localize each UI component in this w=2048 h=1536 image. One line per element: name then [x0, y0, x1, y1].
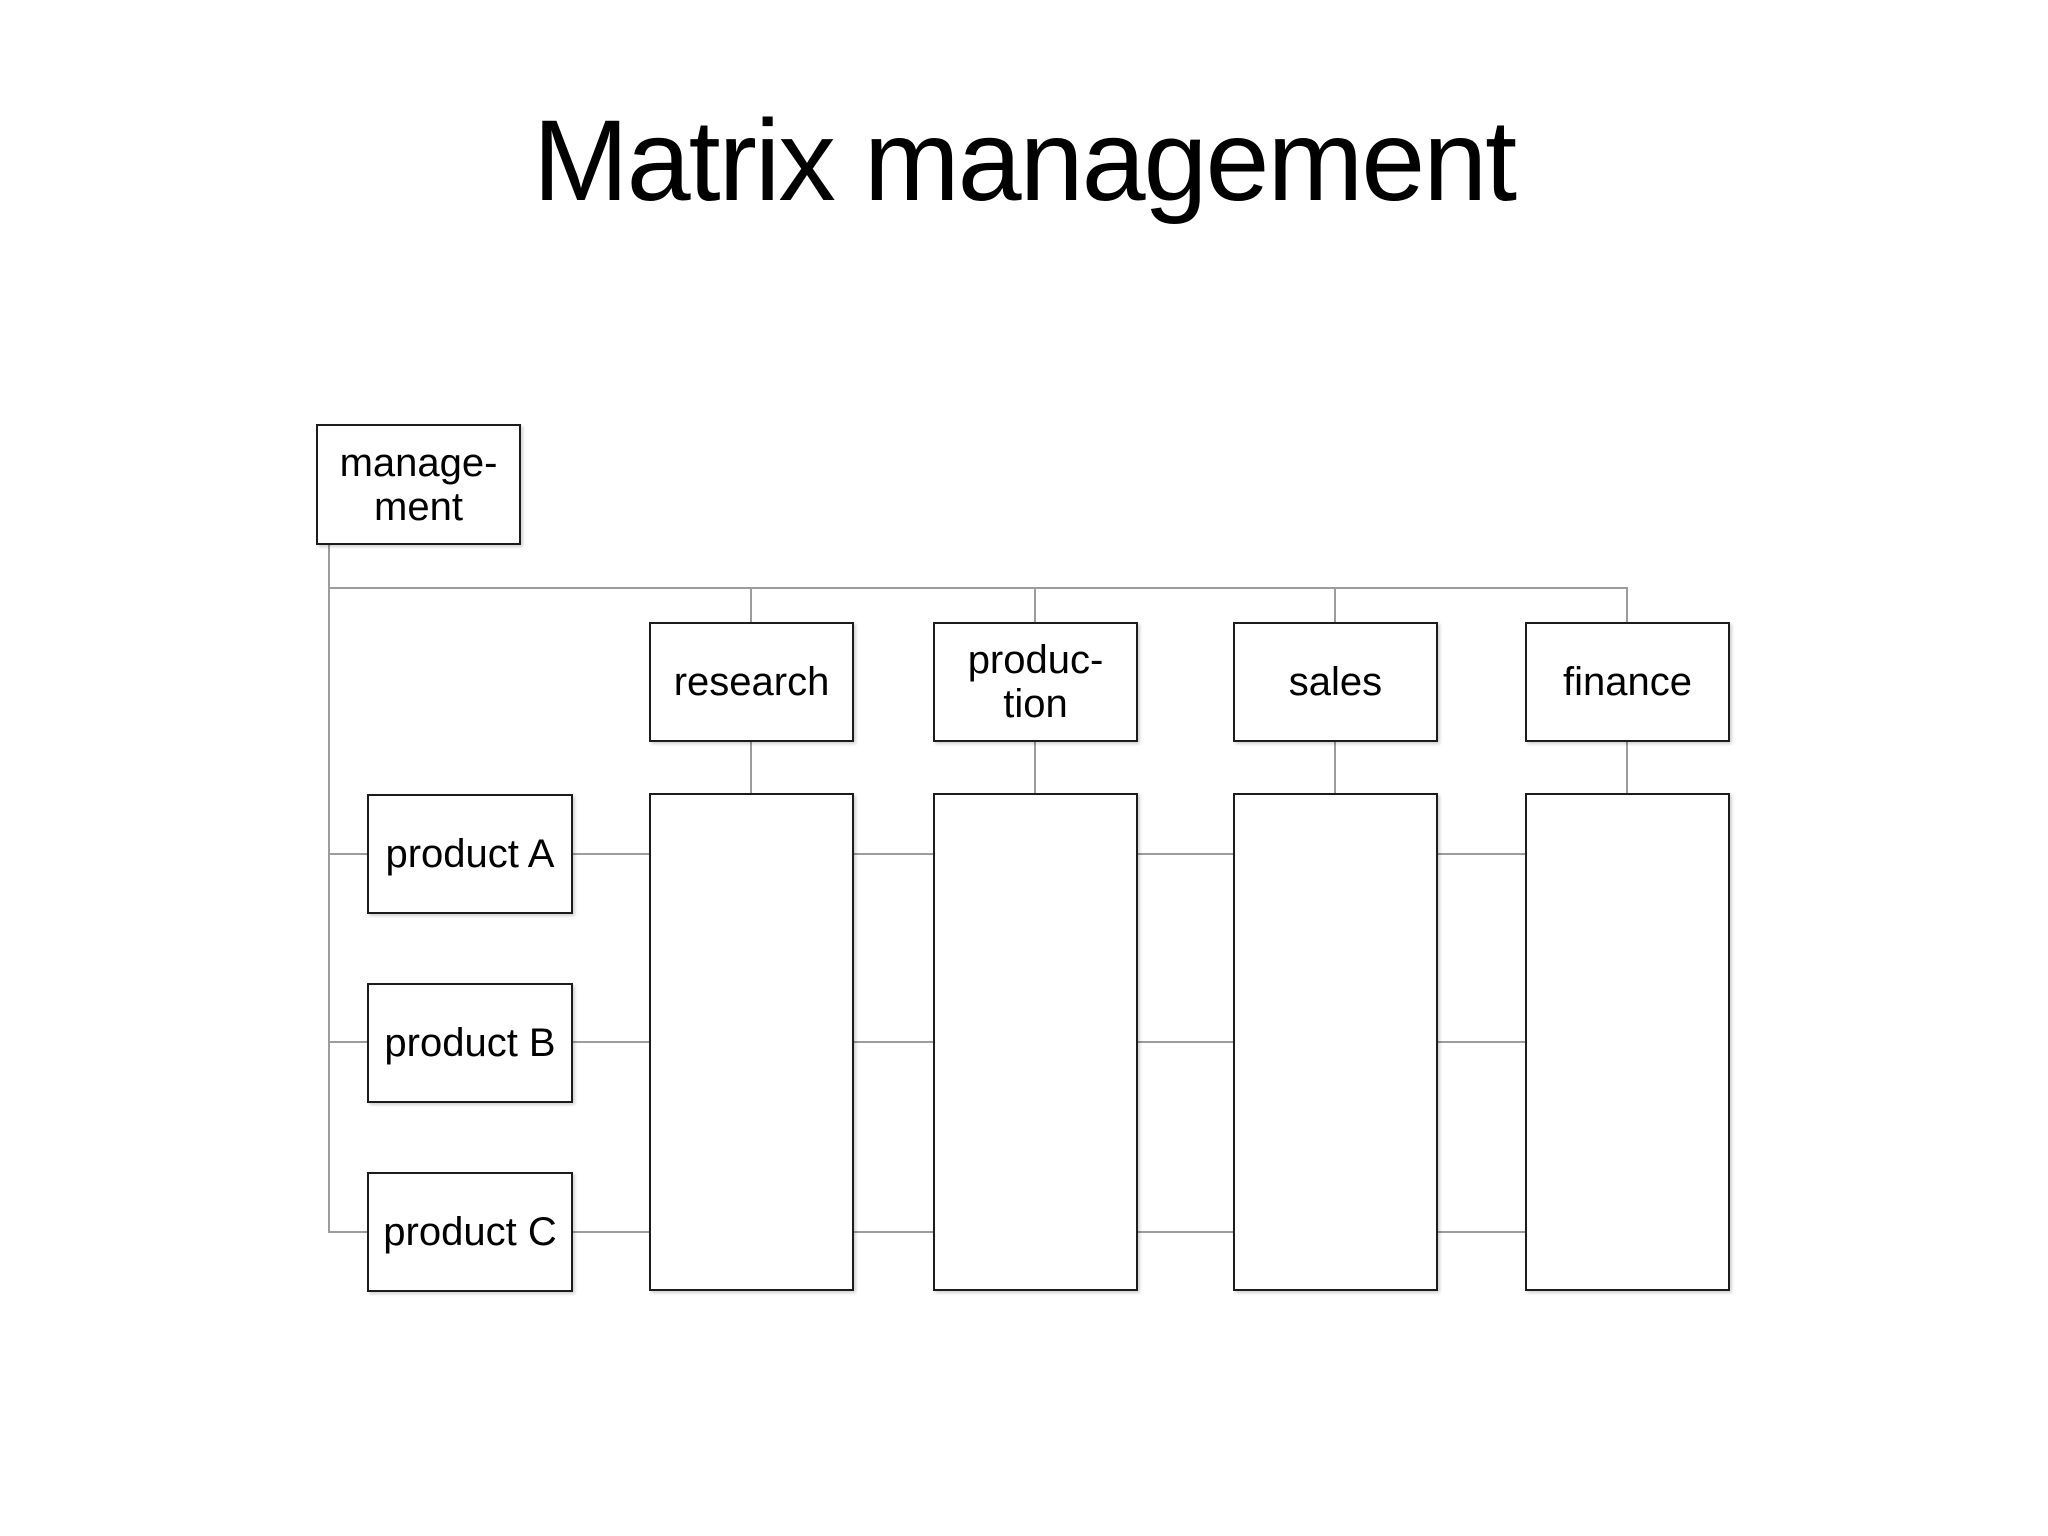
connector-management-drop — [328, 544, 330, 1233]
node-production: produc- tion — [933, 622, 1138, 742]
node-product-c: product C — [367, 1172, 573, 1292]
node-finance: finance — [1525, 622, 1730, 742]
connector-horizontal-bus — [328, 587, 1628, 589]
sales-label: sales — [1288, 660, 1383, 704]
node-product-b: product B — [367, 983, 573, 1103]
matrix-column-finance — [1525, 793, 1730, 1291]
node-management: manage- ment — [316, 424, 521, 545]
slide-title: Matrix management — [532, 97, 1517, 225]
finance-label: finance — [1563, 660, 1692, 704]
product-b-label: product B — [384, 1021, 556, 1065]
research-label: research — [673, 660, 830, 704]
node-research: research — [649, 622, 854, 742]
connector-row-product-b — [328, 1041, 1527, 1043]
production-label: produc- tion — [967, 638, 1104, 726]
connector-row-product-a — [328, 853, 1527, 855]
product-a-label: product A — [385, 832, 555, 876]
node-sales: sales — [1233, 622, 1438, 742]
connector-row-product-c — [328, 1231, 1527, 1233]
matrix-column-research — [649, 793, 854, 1291]
management-label: manage- ment — [339, 440, 498, 529]
product-c-label: product C — [383, 1210, 557, 1254]
matrix-column-sales — [1233, 793, 1438, 1291]
matrix-column-production — [933, 793, 1138, 1291]
node-product-a: product A — [367, 794, 573, 914]
